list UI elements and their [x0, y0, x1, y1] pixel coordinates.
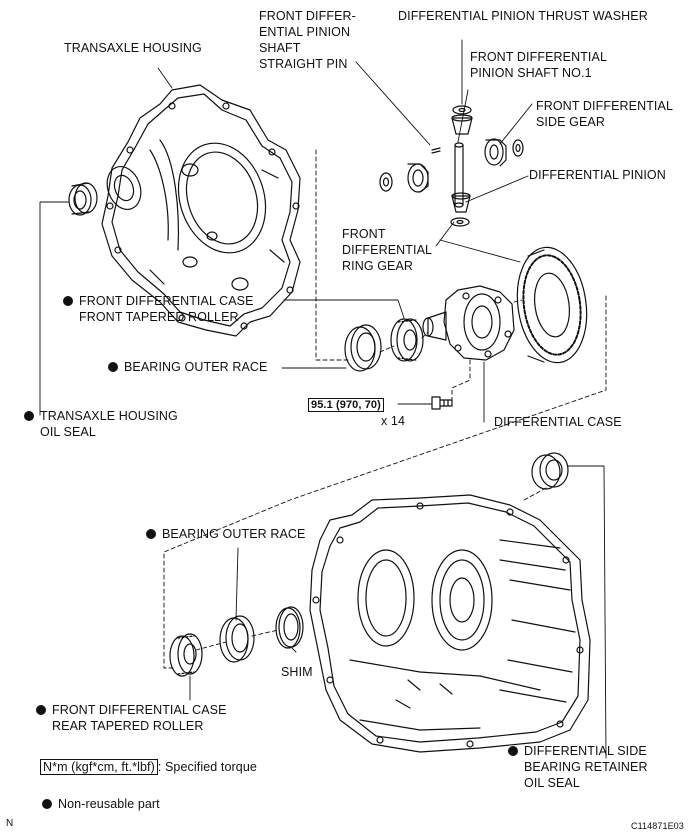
differential-case-label: DIFFERENTIAL CASE — [494, 415, 622, 429]
nonreusable-bullet-icon — [42, 799, 52, 809]
nonreusable-bullet-icon — [36, 705, 46, 715]
legend-torque: N*m (kgf*cm, ft.*lbf): Specified torque — [40, 759, 257, 775]
assembly-dashed-lines — [163, 149, 607, 669]
nonreusable-bullet-icon — [24, 411, 34, 421]
straight-pin-label-line1: FRONT DIFFER- — [259, 9, 356, 23]
figure-code: C114871E03 — [631, 821, 684, 831]
legend-torque-unit: N*m (kgf*cm, ft.*lbf) — [40, 759, 158, 775]
bearing-outer-race-1-drawing — [344, 324, 382, 372]
ring-gear-label-line3: RING GEAR — [342, 259, 414, 273]
front-roller-label-line1: FRONT DIFFERENTIAL CASE — [63, 294, 254, 309]
leader-lines — [39, 39, 607, 759]
thrust-washer-label: DIFFERENTIAL PINION THRUST WASHER — [398, 9, 648, 23]
footer-left-mark: N — [6, 818, 14, 829]
rear-roller-label-line2: REAR TAPERED ROLLER — [52, 719, 204, 733]
front-roller-label-line2: FRONT TAPERED ROLLER — [79, 310, 239, 324]
straight-pin-label-line2: ENTIAL PINION — [259, 25, 351, 39]
front-tapered-roller-drawing — [390, 318, 424, 362]
torque-bolt-drawing — [431, 396, 453, 410]
bearing-outer-race-1-label: BEARING OUTER RACE — [108, 360, 268, 375]
housing-oil-seal-label-line2: OIL SEAL — [40, 425, 96, 439]
straight-pin-label-line3: SHAFT — [259, 41, 301, 55]
rear-roller-label-line1: FRONT DIFFERENTIAL CASE — [36, 703, 227, 718]
pinion-shaft-label-line2: PINION SHAFT NO.1 — [470, 66, 592, 80]
nonreusable-bullet-icon — [63, 296, 73, 306]
pinion-shaft-label-line1: FRONT DIFFERENTIAL — [470, 50, 607, 64]
housing-oil-seal-label-line1: TRANSAXLE HOUSING — [24, 409, 178, 424]
retainer-oil-seal-label-line2: BEARING RETAINER — [524, 760, 648, 774]
nonreusable-bullet-icon — [146, 529, 156, 539]
bearing-outer-race-2-label: BEARING OUTER RACE — [146, 527, 306, 542]
transaxle-housing-label: TRANSAXLE HOUSING — [64, 41, 202, 55]
ring-gear-label-line2: DIFFERENTIAL — [342, 243, 433, 257]
housing-oil-seal-drawing — [68, 182, 98, 216]
side-gear-label-line2: SIDE GEAR — [536, 115, 605, 129]
pinion-gear-cluster-drawing — [379, 105, 524, 227]
torque-spec-box: 95.1 (970, 70) — [308, 397, 384, 413]
retainer-oil-seal-label-line1: DIFFERENTIAL SIDE — [508, 744, 647, 759]
retainer-oil-seal-drawing — [531, 452, 569, 490]
transaxle-housing-drawing — [101, 84, 301, 337]
transmission-case-drawing — [309, 494, 591, 753]
nonreusable-bullet-icon — [108, 362, 118, 372]
ring-gear-drawing — [516, 246, 588, 364]
nonreusable-bullet-icon — [508, 746, 518, 756]
shim-label: SHIM — [281, 665, 313, 679]
ring-gear-label-line1: FRONT — [342, 227, 386, 241]
differential-pinion-label: DIFFERENTIAL PINION — [529, 168, 666, 182]
bearing-outer-race-2-drawing — [219, 615, 255, 663]
side-gear-label-line1: FRONT DIFFERENTIAL — [536, 99, 673, 113]
rear-tapered-roller-drawing — [169, 633, 203, 677]
legend-nonreusable: Non-reusable part — [42, 797, 160, 812]
retainer-oil-seal-label-line3: OIL SEAL — [524, 776, 580, 790]
legend-torque-text: : Specified torque — [157, 760, 257, 774]
differential-case-drawing — [422, 285, 515, 361]
bolt-count-label: x 14 — [381, 414, 406, 428]
shim-drawing — [275, 606, 304, 649]
straight-pin-label-line4: STRAIGHT PIN — [259, 57, 348, 71]
